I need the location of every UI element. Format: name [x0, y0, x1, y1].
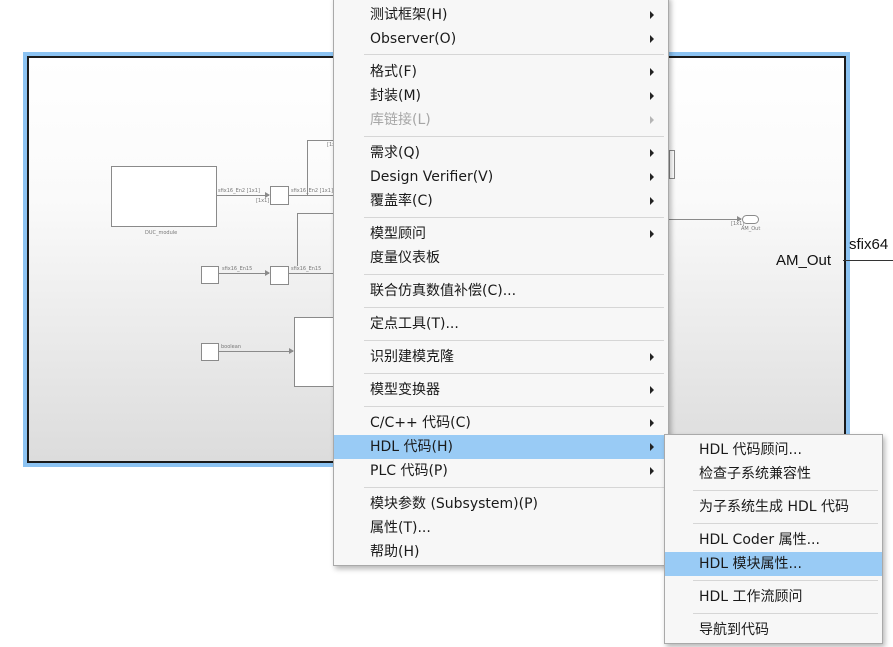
menu-separator — [364, 217, 664, 218]
signal-line — [217, 195, 269, 196]
menu-item-c-code[interactable]: C/C++ 代码(C) — [334, 411, 668, 435]
output-signal-line[interactable] — [843, 260, 893, 261]
menu-item-model-advisor[interactable]: 模型顾问 — [334, 222, 668, 246]
am-out-port-label: AM_Out — [741, 226, 761, 232]
small-block — [669, 150, 675, 179]
chevron-right-icon — [650, 230, 654, 238]
signal-label: sfix16_En15 — [222, 266, 253, 272]
small-block — [270, 266, 289, 285]
menu-separator — [693, 523, 878, 524]
chevron-right-icon — [650, 68, 654, 76]
menu-item-metrics-dashboard[interactable]: 度量仪表板 — [370, 250, 440, 266]
signal-label: sfix16_En15 — [291, 266, 322, 272]
submenu-item-hdl-code-advisor[interactable]: HDL 代码顾问... — [699, 442, 802, 458]
chevron-right-icon — [650, 173, 654, 181]
small-block — [270, 186, 289, 205]
chevron-right-icon — [650, 353, 654, 361]
chevron-right-icon — [650, 386, 654, 394]
signal-line — [297, 213, 333, 214]
signal-arrow — [737, 216, 742, 222]
menu-separator — [364, 307, 664, 308]
chevron-right-icon — [650, 467, 654, 475]
menu-item-design-verifier[interactable]: Design Verifier(V) — [334, 165, 668, 189]
menu-item-mask[interactable]: 封装(M) — [334, 84, 668, 108]
submenu-item-hdl-coder-properties[interactable]: HDL Coder 属性... — [699, 532, 820, 548]
chevron-right-icon — [650, 149, 654, 157]
menu-item-requirements[interactable]: 需求(Q) — [334, 141, 668, 165]
submenu-item-generate-hdl[interactable]: 为子系统生成 HDL 代码 — [699, 499, 850, 515]
signal-dim-label: [1x1] — [731, 221, 745, 227]
menu-item-cosim-compensation[interactable]: 联合仿真数值补偿(C)... — [370, 283, 517, 299]
context-menu: 测试框架(H) Observer(O) 格式(F) 封装(M) 库链接(L) 需… — [333, 0, 669, 566]
submenu-item-hdl-block-properties[interactable]: HDL 模块属性... — [665, 552, 882, 576]
menu-separator — [364, 373, 664, 374]
signal-label: boolean — [221, 344, 241, 350]
menu-item-model-transformer[interactable]: 模型变换器 — [334, 378, 668, 402]
chevron-right-icon — [650, 443, 654, 451]
duc-module-block — [111, 166, 217, 227]
menu-item-format[interactable]: 格式(F) — [334, 60, 668, 84]
output-port-name-label: AM_Out — [776, 252, 832, 269]
menu-item-fixed-point-tool[interactable]: 定点工具(T)... — [370, 316, 459, 332]
menu-separator — [364, 406, 664, 407]
signal-line — [307, 140, 308, 195]
hdl-code-submenu: HDL 代码顾问... 检查子系统兼容性 为子系统生成 HDL 代码 HDL C… — [664, 434, 883, 644]
signal-line — [219, 351, 293, 352]
signal-label: sfix16_En2 [1x1] — [291, 188, 333, 194]
signal-line — [289, 273, 333, 274]
duc-module-label: DUC_module — [145, 230, 178, 236]
menu-item-test-harness[interactable]: 测试框架(H) — [334, 3, 668, 27]
menu-item-block-parameters[interactable]: 模块参数 (Subsystem)(P) — [370, 496, 538, 512]
menu-separator — [693, 490, 878, 491]
signal-arrow — [265, 192, 270, 198]
chevron-right-icon — [650, 35, 654, 43]
chevron-right-icon — [650, 419, 654, 427]
constant-block — [201, 266, 219, 284]
signal-label: sfix16_En2 [1x1] — [218, 188, 260, 194]
signal-line — [297, 213, 298, 266]
menu-item-help[interactable]: 帮助(H) — [370, 544, 420, 560]
chevron-right-icon — [650, 11, 654, 19]
menu-item-identify-clones[interactable]: 识别建模克隆 — [334, 345, 668, 369]
signal-line — [219, 273, 269, 274]
chevron-right-icon — [650, 197, 654, 205]
chevron-right-icon — [650, 116, 654, 124]
menu-item-library-link: 库链接(L) — [334, 108, 668, 132]
submenu-item-navigate-to-code[interactable]: 导航到代码 — [699, 622, 769, 638]
submenu-item-hdl-workflow-advisor[interactable]: HDL 工作流顾问 — [699, 589, 803, 605]
menu-item-hdl-code[interactable]: HDL 代码(H) — [334, 435, 668, 459]
constant-block — [201, 343, 219, 361]
signal-arrow — [265, 270, 270, 276]
signal-line — [289, 195, 333, 196]
submenu-item-check-compatibility[interactable]: 检查子系统兼容性 — [699, 466, 811, 482]
menu-separator — [364, 54, 664, 55]
menu-item-observer[interactable]: Observer(O) — [334, 27, 668, 51]
am-out-port-block — [742, 215, 759, 224]
menu-separator — [693, 580, 878, 581]
output-signal-type-label: sfix64 — [849, 236, 889, 253]
menu-separator — [364, 136, 664, 137]
menu-item-plc-code[interactable]: PLC 代码(P) — [334, 459, 668, 483]
menu-separator — [364, 274, 664, 275]
signal-arrow — [289, 348, 294, 354]
large-block — [294, 317, 339, 387]
menu-item-properties[interactable]: 属性(T)... — [370, 520, 431, 536]
signal-line — [307, 140, 333, 141]
menu-separator — [693, 613, 878, 614]
signal-dim-label: [1x1] — [256, 198, 270, 204]
menu-item-coverage[interactable]: 覆盖率(C) — [334, 189, 668, 213]
menu-separator — [364, 340, 664, 341]
chevron-right-icon — [650, 92, 654, 100]
menu-separator — [364, 487, 664, 488]
signal-line — [669, 219, 741, 220]
